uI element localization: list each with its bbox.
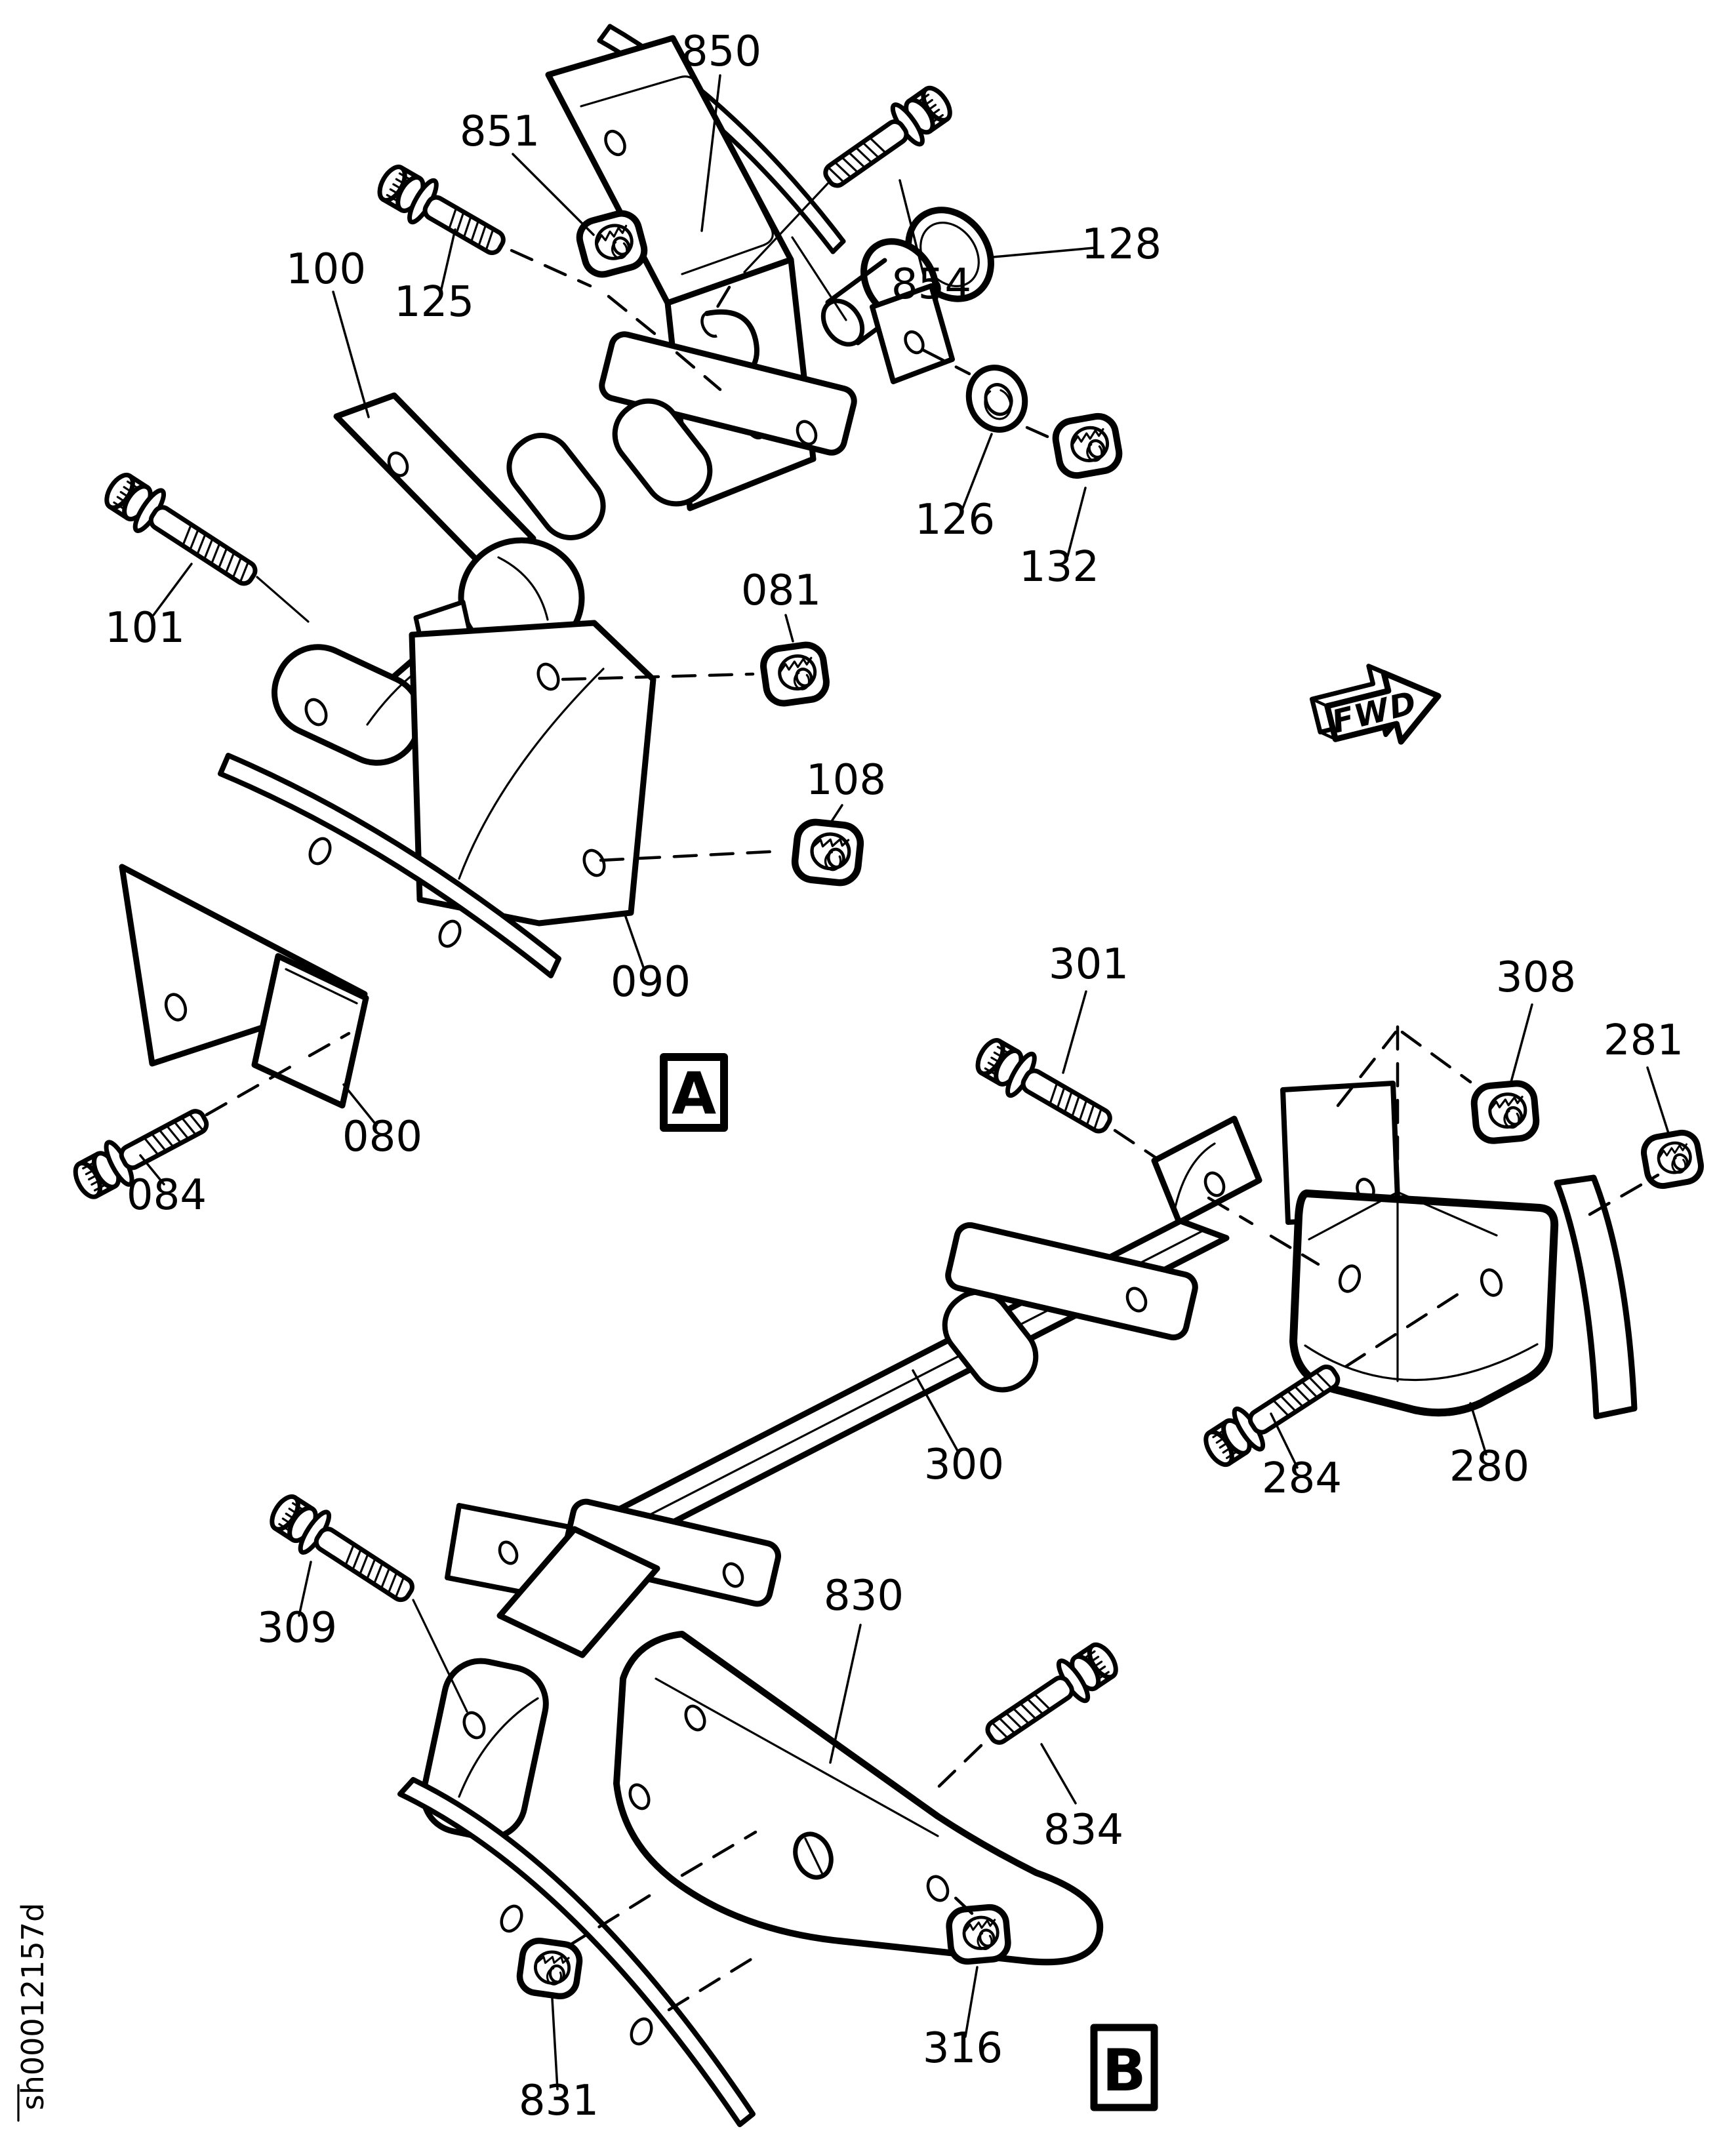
- fwd-arrow: FWD: [1309, 664, 1442, 745]
- part-label-850: 850: [681, 28, 761, 76]
- part-label-100: 100: [286, 245, 366, 294]
- nut-308: [1470, 1080, 1540, 1144]
- nut-831: [516, 1937, 583, 2000]
- bolt-084: [73, 1109, 209, 1199]
- part-label-831: 831: [519, 2077, 599, 2125]
- curved-panel-right: [1554, 1174, 1638, 1420]
- part-label-126: 126: [915, 496, 995, 544]
- leader-lines: [139, 74, 1670, 2090]
- section-marker-a: A: [660, 1053, 728, 1132]
- part-label-316: 316: [923, 2024, 1003, 2073]
- part-label-851: 851: [460, 108, 540, 156]
- curved-panel-bottom: [397, 1777, 756, 2127]
- bolt-834: [985, 1642, 1118, 1745]
- part-label-280: 280: [1449, 1443, 1529, 1491]
- nut-851: [576, 210, 648, 278]
- axes-assembly-b: [412, 1025, 1660, 2012]
- section-marker-a-label: A: [672, 1060, 716, 1127]
- nut-132: [1052, 412, 1123, 479]
- part-labels: 850 851 854 125 100 128 126 132 101 081 …: [105, 28, 1684, 2125]
- nut-281: [1641, 1129, 1704, 1189]
- nut-108: [791, 818, 864, 887]
- part-label-309: 309: [257, 1604, 337, 1652]
- assembly-b: B: [270, 1025, 1704, 2127]
- part-label-300: 300: [924, 1441, 1004, 1489]
- section-marker-b: B: [1090, 2024, 1158, 2111]
- gusset-080: [119, 864, 369, 1109]
- assembly-a: A FWD: [73, 24, 1442, 1199]
- bracket-100: [272, 392, 585, 766]
- part-label-080: 080: [342, 1113, 422, 1161]
- part-label-830: 830: [824, 1572, 904, 1620]
- part-label-132: 132: [1019, 543, 1099, 591]
- bolt-854: [823, 85, 952, 188]
- nut-081: [760, 641, 830, 707]
- washer-126: [965, 365, 1028, 433]
- part-label-308: 308: [1496, 953, 1576, 1002]
- clamp-straps-upper: [506, 309, 857, 540]
- watermark-text: sh00012157d: [15, 1903, 50, 2110]
- part-label-834: 834: [1043, 1806, 1123, 1854]
- part-label-854: 854: [891, 260, 971, 309]
- part-label-084: 084: [127, 1171, 207, 1220]
- part-label-101: 101: [105, 604, 185, 652]
- part-label-125: 125: [394, 278, 474, 327]
- plate-090: [409, 599, 656, 927]
- watermark: sh00012157d: [15, 1903, 50, 2122]
- part-label-128: 128: [1081, 220, 1161, 269]
- bushing-128: [820, 207, 994, 384]
- section-marker-b-label: B: [1102, 2037, 1146, 2104]
- beam-300: [420, 1115, 1262, 1841]
- bolt-125: [377, 165, 506, 255]
- bolt-309: [270, 1494, 414, 1603]
- part-label-081: 081: [741, 567, 821, 615]
- part-label-301: 301: [1049, 940, 1129, 989]
- axes-assembly-a: [205, 182, 1053, 1117]
- bolt-301: [975, 1038, 1112, 1134]
- part-label-108: 108: [806, 756, 886, 805]
- part-label-281: 281: [1604, 1016, 1684, 1065]
- curved-panel-middle: [218, 753, 561, 978]
- part-label-090: 090: [611, 958, 691, 1007]
- bracket-830: [613, 1631, 1104, 1966]
- part-label-284: 284: [1262, 1454, 1342, 1503]
- nut-316: [946, 1904, 1011, 1965]
- bolt-101: [104, 472, 258, 586]
